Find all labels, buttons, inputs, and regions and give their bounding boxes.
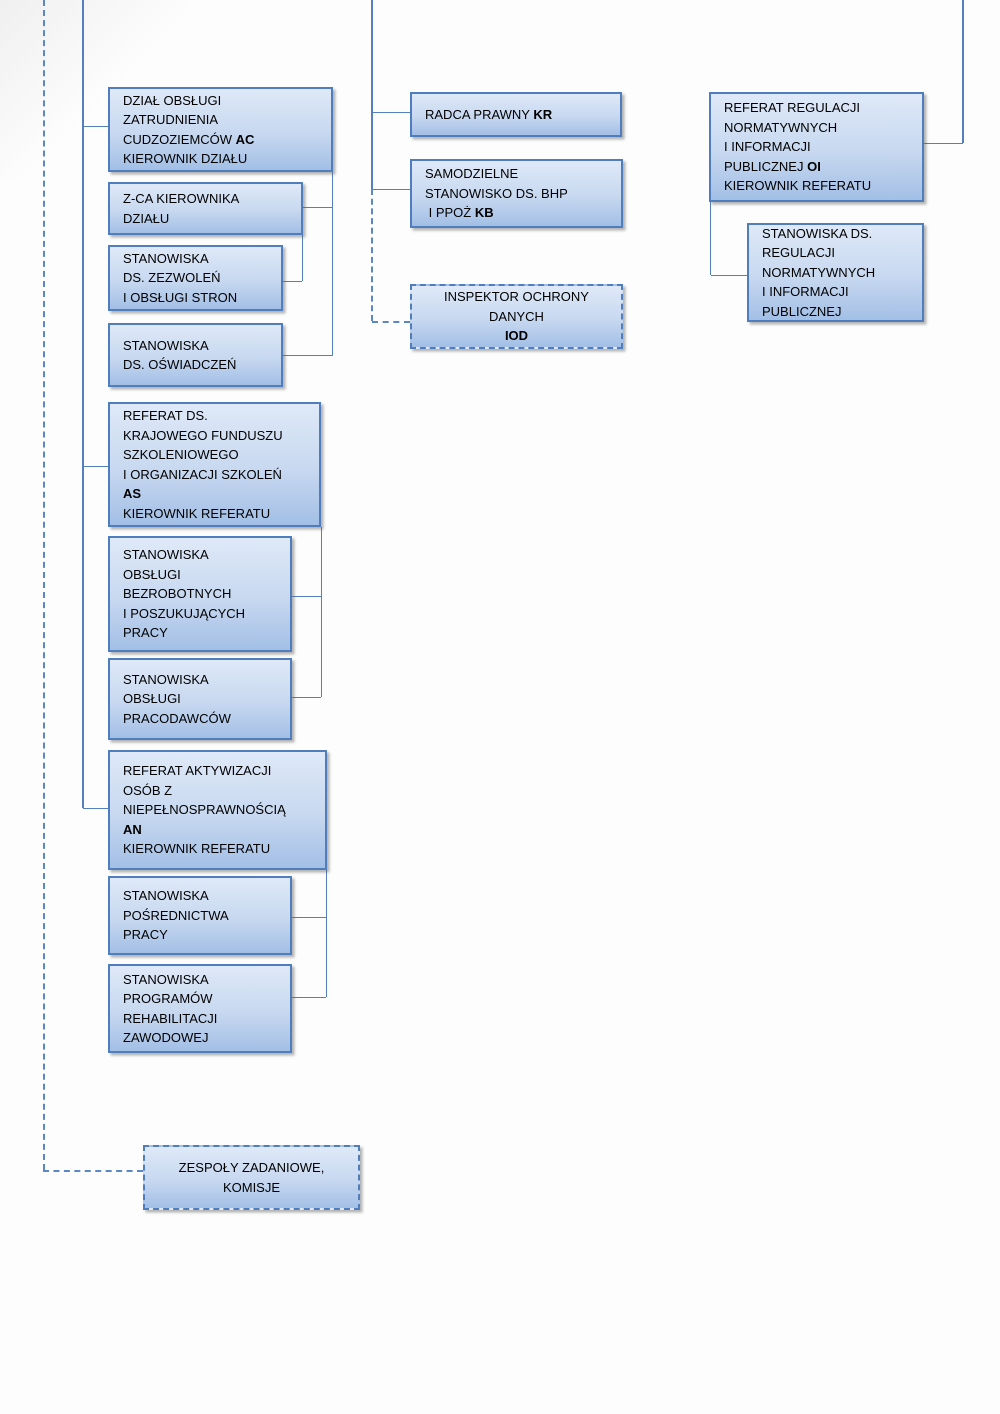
connector-stub-bhp	[372, 189, 410, 190]
org-box-text-line: PROGRAMÓW	[123, 991, 213, 1006]
org-box-text-line: REFERAT DS.	[123, 408, 208, 423]
connector-drop-referat-an	[326, 870, 327, 997]
connector-stub-zespoly-dashed	[43, 1170, 143, 1172]
connector-stub-dzial-ac	[83, 126, 108, 127]
org-box-text-line: IOD	[504, 328, 529, 344]
org-box-text-line: I OBSŁUGI STRON	[123, 289, 238, 305]
org-box-stanowiska-obslugi-bezrobotnych: STANOWISKA OBSŁUGI BEZROBOTNYCH I POSZUKUJĄ…	[108, 536, 292, 652]
connector-stub-referat-as	[83, 466, 108, 467]
connector-trunk-left-dashed	[43, 0, 45, 1170]
org-box-stanowiska-programow-rehabilitacji: STANOWISKA PROGRAMÓW REHABILITACJI ZAWODOWE…	[108, 964, 292, 1053]
org-box-zca-kierownika-dzialu: Z-CA KIEROWNIKA DZIAŁU	[108, 182, 303, 235]
org-box-zespoly-zadaniowe-komisje: ZESPOŁY ZADANIOWE, KOMISJE	[143, 1145, 360, 1210]
org-box-text-line: REFERAT AKTYWIZACJI	[123, 763, 272, 779]
connector-stub-pracodawcy	[292, 697, 321, 698]
org-box-text-line: OBSŁUGI	[123, 566, 181, 582]
org-box-text-line: ZATRUDNIENIA	[123, 112, 219, 127]
connector-stub-referat-oi	[924, 143, 963, 144]
org-box-text-line: NIEPEŁNOSPRAWNOŚCIĄ	[123, 802, 286, 818]
org-box-text-line: REGULACJI	[762, 245, 835, 261]
org-box-text-line: CUDZOZIEMCÓW AC	[123, 131, 255, 147]
org-box-stanowiska-obslugi-pracodawcow: STANOWISKA OBSŁUGI PRACODAWCÓW	[108, 658, 292, 740]
connector-stub-radca	[372, 112, 410, 113]
org-box-text-line: I POSZUKUJĄCYCH	[123, 605, 246, 621]
org-box-text-line: DZIAŁU	[123, 210, 170, 226]
connector-drop-zca	[302, 235, 303, 281]
org-box-text-line: NORMATYWNYCH	[762, 264, 876, 280]
connector-stub-iod-dashed	[372, 321, 410, 323]
org-box-text-line: STANOWISKA	[123, 671, 209, 687]
org-box-text-line: I INFORMACJI	[724, 139, 811, 155]
org-box-text-line: SZKOLENIOWEGO	[123, 447, 239, 462]
org-box-text-line: PRACY	[123, 927, 168, 943]
org-box-stanowiska-ds-zezwolen: STANOWISKA DS. ZEZWOLEŃ I OBSŁUGI STRON	[108, 245, 283, 311]
org-box-text-line: OBSŁUGI	[123, 691, 181, 707]
org-box-stanowiska-ds-oswiadczen: STANOWISKA DS. OŚWIADCZEŃ	[108, 323, 283, 387]
connector-stub-zca	[303, 207, 332, 208]
org-box-text-line: RADCA PRAWNY KR	[425, 106, 553, 122]
org-box-text-line: NORMATYWNYCH	[724, 119, 838, 135]
connector-stub-posrednictwa	[292, 917, 326, 918]
connector-drop-referat-oi	[710, 202, 711, 275]
org-box-text-line: PRACY	[123, 625, 168, 641]
connector-stub-oswiadczen	[283, 355, 332, 356]
org-box-dzial-obslugi-zatrudnienia-cudzoziemcow: DZIAŁ OBSŁUGI ZATRUDNIENIA CUDZOZIEMCÓW AC…	[108, 87, 333, 172]
org-box-text-line: I INFORMACJI	[762, 284, 849, 300]
org-box-text-line: STANOWISKO DS. BHP	[425, 185, 568, 201]
org-box-text-line: I PPOŻ KB	[425, 205, 494, 221]
org-box-text-line: DS. OŚWIADCZEŃ	[123, 357, 237, 372]
org-box-text-line: KIEROWNIK DZIAŁU	[123, 151, 248, 166]
connector-trunk-right	[962, 0, 964, 143]
org-box-referat-aktywizacji-osob-z-niepelnosprawnoscia: REFERAT AKTYWIZACJI OSÓB Z NIEPEŁNOSPRAWNO…	[108, 750, 327, 870]
org-box-text-line: OSÓB Z	[123, 782, 173, 798]
org-box-text-line: KOMISJE	[222, 1179, 281, 1195]
org-box-text-line: PUBLICZNEJ	[762, 303, 842, 319]
org-box-text-line: AN	[123, 821, 142, 837]
org-box-referat-ds-krajowego-funduszu: REFERAT DS. KRAJOWEGO FUNDUSZU SZKOLENIOWE…	[108, 402, 321, 527]
org-box-text-line: STANOWISKA	[123, 888, 209, 904]
org-box-text-line: KRAJOWEGO FUNDUSZU	[123, 427, 283, 443]
org-box-stanowiska-posrednictwa-pracy: STANOWISKA POŚREDNICTWA PRACY	[108, 876, 292, 955]
org-box-text-line: DANYCH	[489, 308, 544, 324]
org-box-text-line: STANOWISKA	[123, 337, 209, 353]
org-box-text-line: DS. ZEZWOLEŃ	[123, 270, 221, 286]
org-box-text-line: AS	[123, 486, 142, 501]
connector-trunk-left	[82, 0, 84, 808]
org-box-text-line: REFERAT REGULACJI	[724, 100, 861, 116]
org-box-stanowiska-ds-regulacji-normatywnych: STANOWISKA DS. REGULACJI NORMATYWNYCH I INF…	[747, 223, 924, 322]
connector-stub-rehabilitacji	[292, 997, 326, 998]
connector-drop-iod-dashed	[371, 189, 373, 321]
org-box-text-line: KIEROWNIK REFERATU	[724, 178, 872, 194]
org-box-text-line: STANOWISKA DS.	[762, 225, 873, 241]
connector-stub-bezrobotni	[292, 596, 321, 597]
org-box-text-line: STANOWISKA	[123, 547, 209, 563]
connector-stub-stanowiska-oi	[711, 275, 747, 276]
org-box-text-line: PRACODAWCÓW	[123, 710, 231, 726]
org-box-text-line: I ORGANIZACJI SZKOLEŃ	[123, 466, 282, 482]
org-box-text-line: STANOWISKA	[123, 250, 209, 266]
org-box-text-line: PUBLICZNEJ OI	[724, 158, 821, 174]
org-box-text-line: STANOWISKA	[123, 971, 209, 987]
org-box-text-line: KIEROWNIK REFERATU	[123, 841, 271, 857]
org-box-text-line: INSPEKTOR OCHRONY	[444, 289, 589, 305]
org-box-radca-prawny: RADCA PRAWNY KR	[410, 92, 622, 137]
connector-drop-referat-as	[321, 527, 322, 697]
org-box-text-line: SAMODZIELNE	[425, 166, 519, 182]
org-box-text-line: Z-CA KIEROWNIKA	[123, 191, 240, 206]
org-box-referat-regulacji-normatywnych: REFERAT REGULACJI NORMATYWNYCH I INFORMACJ…	[709, 92, 924, 202]
connector-drop-dzial-ac	[332, 172, 333, 356]
org-box-text-line: REHABILITACJI	[123, 1010, 218, 1026]
org-box-text-line: ZAWODOWEJ	[123, 1030, 209, 1045]
org-box-text-line: POŚREDNICTWA	[123, 907, 229, 923]
connector-stub-referat-an	[83, 808, 108, 809]
connector-trunk-middle	[371, 0, 373, 189]
org-box-samodzielne-stanowisko-bhp-ppoz: SAMODZIELNE STANOWISKO DS. BHP I PPOŻ KB	[410, 159, 623, 228]
org-box-inspektor-ochrony-danych: INSPEKTOR OCHRONY DANYCH IOD	[410, 284, 623, 349]
org-box-text-line: DZIAŁ OBSŁUGI	[123, 92, 222, 108]
org-box-text-line: ZESPOŁY ZADANIOWE,	[178, 1160, 325, 1175]
org-box-text-line: BEZROBOTNYCH	[123, 586, 232, 602]
org-box-text-line: KIEROWNIK REFERATU	[123, 505, 271, 521]
connector-stub-zezwolen	[283, 281, 302, 282]
